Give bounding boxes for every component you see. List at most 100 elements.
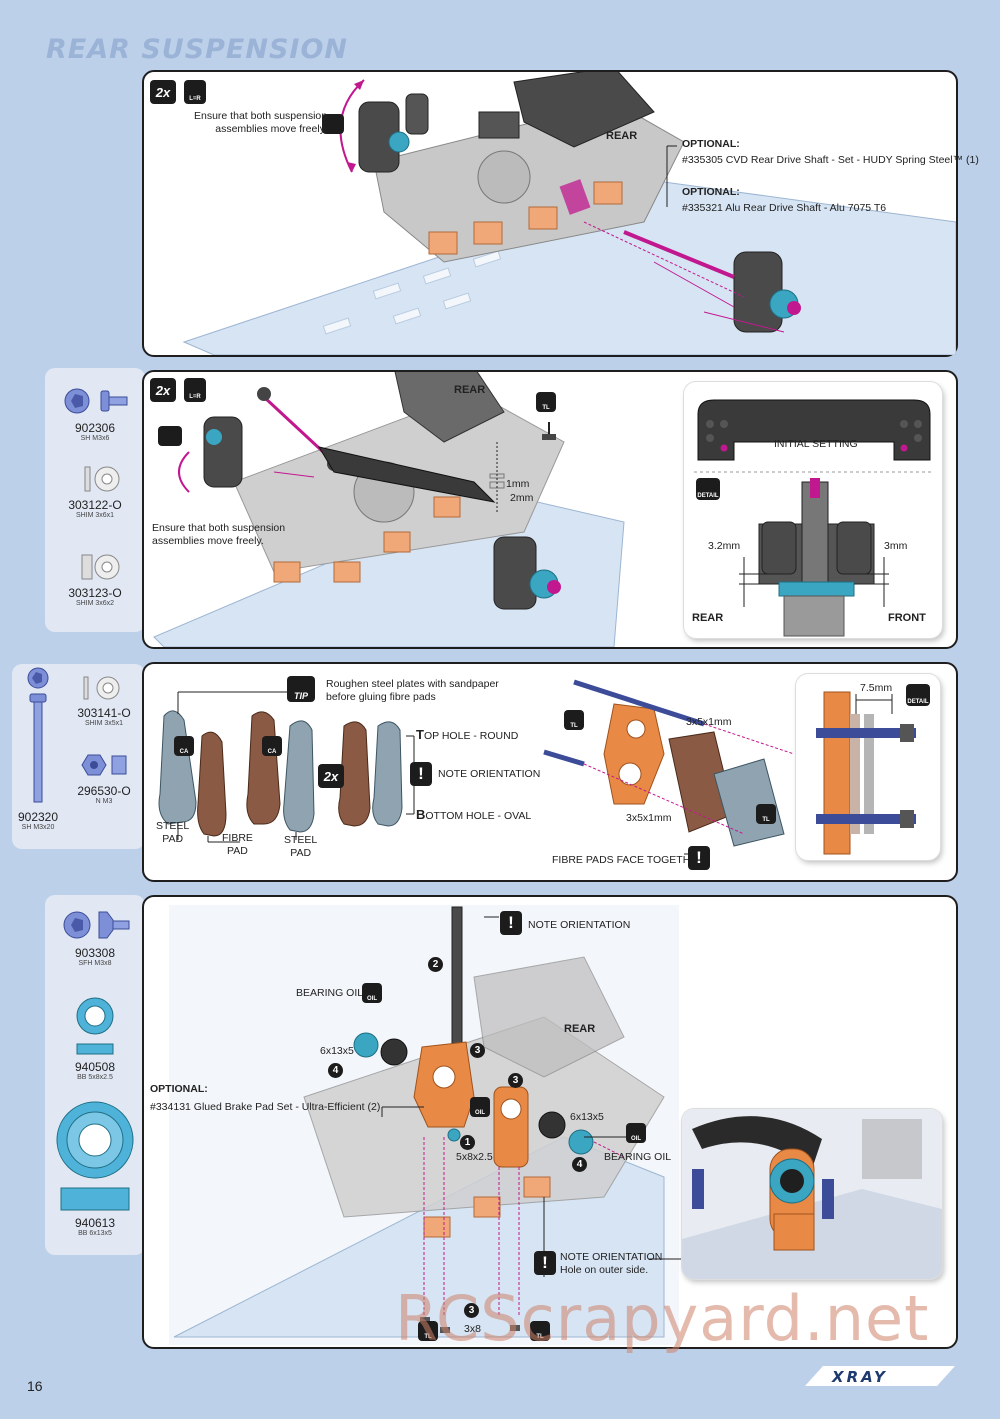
tl-threadlock-icon-1: TL [564,710,584,730]
initial-setting-inset: INITIAL SETTING DETAIL 3.2mm 3mm REAR FR… [684,382,942,638]
note-icon: ! [500,911,522,935]
brake-hub-detail-inset [682,1109,942,1279]
part-spec: SH M3x6 [80,435,110,442]
dim-3x5x1-b: 3x5x1mm [626,812,672,824]
brake-hub-detail-illustration [682,1109,942,1279]
bottom-hole-label: BOTTOM HOLE - OVAL [416,808,531,823]
step-2-parts-sidebar [45,368,145,632]
note-orientation-2: NOTE ORIENTATION Hole on outer side. [560,1251,663,1276]
watermark: RCScrapyard.net [395,1282,930,1355]
bottom-letter: B [416,807,426,822]
lr-symmetry-icon: L=R [184,378,206,402]
top-hole-label: TOP HOLE - ROUND [416,728,518,743]
shim-icon [83,676,120,700]
qty-2x-badge: 2x [318,764,344,788]
step-1-rear-label: REAR [606,130,638,142]
long-screw-icon [27,667,49,803]
dim-2mm: 2mm [510,492,534,504]
part-number: 296530-O [77,784,131,798]
nut-icon [81,754,127,776]
brake-detail-illustration [816,691,916,855]
note-orientation-1: NOTE ORIENTATION [528,919,631,931]
part-902320: 902320 SH M3x20 [14,666,62,832]
tl-threadlock-icon-1: TL [418,1321,438,1341]
note-icon-2: ! [688,846,710,870]
screw-3x8: 3x8 [464,1323,481,1335]
optional-1-title: OPTIONAL: [682,138,740,150]
fibre-pad-label: FIBRE PAD [222,832,253,857]
part-number: 940613 [74,1216,116,1230]
qty-2x-badge: 2x [150,378,176,402]
inset-dim-right: 3mm [884,540,908,552]
step-4-panel: ! NOTE ORIENTATION 2 BEARING OIL OIL 6x1… [142,895,958,1349]
part-number: 903308 [74,946,116,960]
bearing-6x13x5-a: 6x13x5 [320,1045,354,1057]
bottom-hole-text: OTTOM HOLE - OVAL [425,810,532,822]
push-pull-icon [158,426,182,446]
detail-magnifier-icon: DETAIL [696,478,720,500]
part-296530-O: 296530-O N M3 [66,750,142,806]
steel-pad-label: STEEL PAD [156,820,190,845]
inset-front: FRONT [888,612,926,624]
shim-icon [81,554,120,580]
inset-initial-setting: INITIAL SETTING [774,438,858,450]
step-number-3a: 3 [470,1043,485,1058]
oil-icon-2: OIL [470,1097,490,1117]
step-2-note-free: Ensure that both suspension assemblies m… [152,522,286,547]
oil-icon-3: OIL [626,1123,646,1143]
qty-2x-badge: 2x [150,80,176,104]
step-number-3c: 3 [464,1303,479,1318]
part-spec: N M3 [95,798,113,805]
bearing-6x13x5-b: 6x13x5 [570,1111,604,1123]
bearing-icon [76,997,114,1055]
ca-glue-icon-2: CA [262,736,282,756]
ca-glue-icon-1: CA [174,736,194,756]
part-spec: SH M3x20 [21,824,55,831]
note-orientation: NOTE ORIENTATION [438,768,541,780]
step-4-optional-title: OPTIONAL: [150,1083,208,1095]
push-pull-icon [322,114,344,134]
part-number: 303123-O [68,586,122,600]
part-spec: SHIM 3x5x1 [84,720,124,727]
detail-magnifier-icon: DETAIL [906,684,930,706]
note-icon-2: ! [534,1251,556,1275]
step-4-optional-text: #334131 Glued Brake Pad Set - Ultra-Effi… [150,1101,381,1113]
inset-illustration [694,399,932,637]
step-2-rear-label: REAR [454,384,486,396]
bearing-oil-2: BEARING OIL [604,1151,672,1163]
part-number: 902320 [17,810,59,824]
optional-1-text: #335305 CVD Rear Drive Shaft - Set - HUD… [682,154,979,166]
step-number-2: 2 [428,957,443,972]
dim-1mm: 1mm [506,478,530,490]
top-hole-text: OP HOLE - ROUND [423,730,519,742]
step-number-1: 1 [460,1135,475,1150]
optional-2-text: #335321 Alu Rear Drive Shaft - Alu 7075 … [682,202,887,214]
step-1-note-free: Ensure that both suspension assemblies m… [194,110,328,135]
dim-3x5x1-a: 3x5x1mm [686,716,732,728]
step-1-assembly-illustration [182,72,956,355]
part-spec: BB 5x8x2.5 [77,1074,113,1081]
step-1-panel: 2x L=R [142,70,979,357]
oil-icon-1: OIL [362,983,382,1003]
fibre-together-label: FIBRE PADS FACE TOGETHER [552,854,705,866]
part-940508: 940508 BB 5x8x2.5 [47,996,143,1082]
tip-text: Roughen steel plates with sandpaper befo… [326,678,499,703]
screw-icon [64,388,128,414]
step-2-panel: 2x L=R TL REAR 1mm 2mm Ensure [142,370,958,649]
part-number: 303141-O [77,706,131,720]
optional-2-title: OPTIONAL: [682,186,740,198]
bearing-icon [56,1101,134,1211]
part-spec: SHIM 3x6x2 [75,600,115,607]
bearing-5x8: 5x8x2.5 [456,1151,493,1163]
part-number: 902306 [74,421,116,435]
part-940613: 940613 BB 6x13x5 [47,1100,143,1238]
part-902306: 902306 SH M3x6 [47,385,143,443]
step-2-assembly-illustration [153,372,625,647]
part-303122-O: 303122-O SHIM 3x6x1 [47,464,143,520]
inset-rear: REAR [692,612,724,624]
part-spec: BB 6x13x5 [78,1230,112,1237]
brake-detail-inset: 7.5mm DETAIL [796,674,940,860]
part-spec: SHIM 3x6x1 [75,512,115,519]
xray-logo [805,1366,955,1386]
shim-icon [84,466,120,492]
